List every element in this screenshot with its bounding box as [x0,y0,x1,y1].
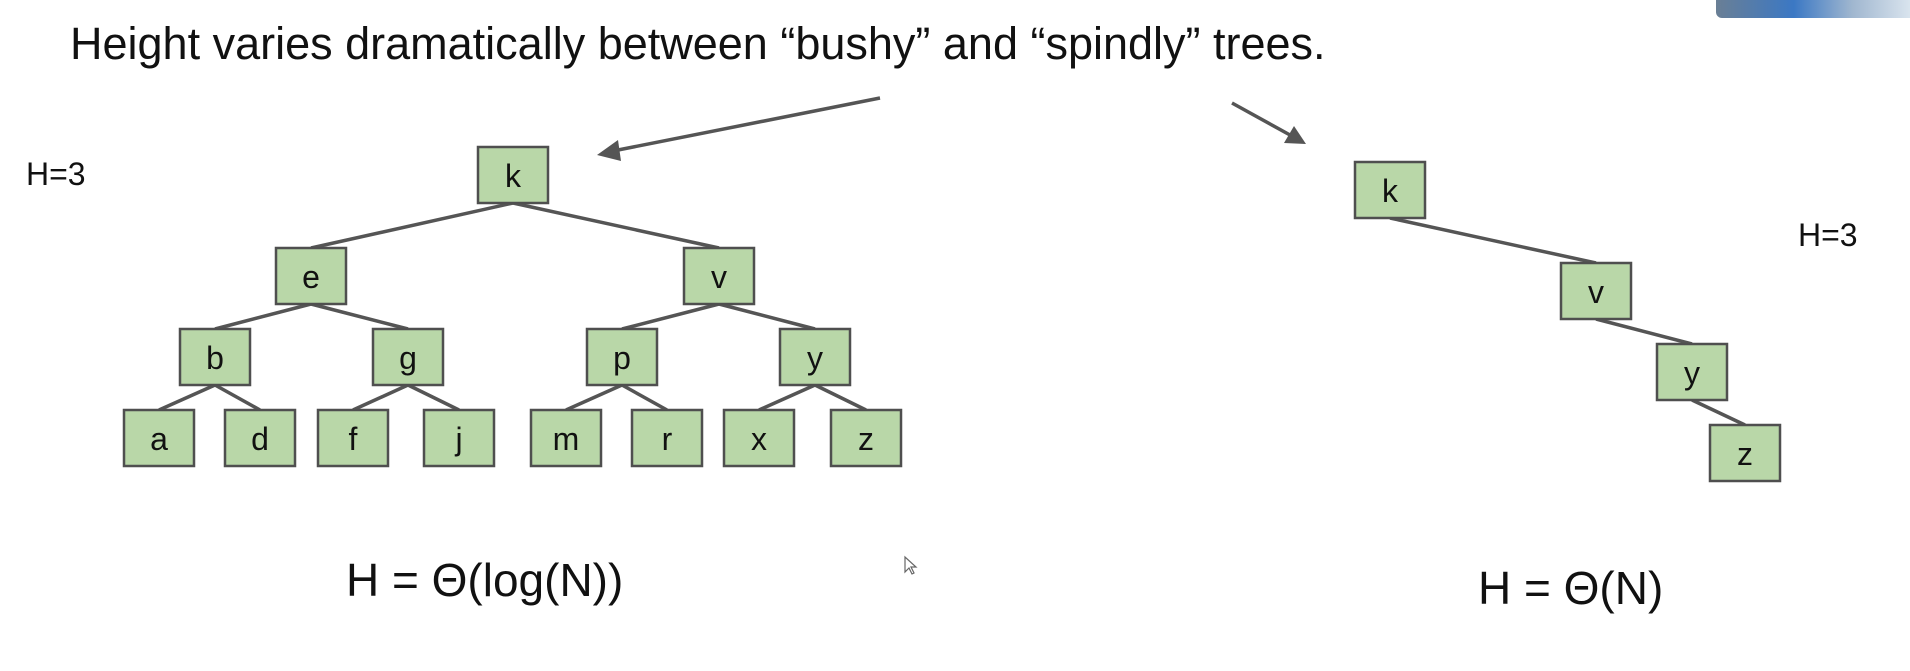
left-node-box-k [476,145,550,205]
left-node-label-j: j [454,421,462,457]
left-node-v: v [682,246,756,306]
left-node-box-e [274,246,348,306]
right-edge-k-v [1389,216,1597,265]
left-node-m: m [529,408,603,468]
right-edge-y-z [1691,398,1746,427]
left-node-d: d [223,408,297,468]
left-node-y: y [778,327,852,387]
right-node-box-v [1559,261,1633,321]
left-node-label-x: x [751,421,767,457]
left-node-box-d [223,408,297,468]
left-node-p: p [585,327,659,387]
left-node-z: z [829,408,903,468]
left-node-box-x [722,408,796,468]
left-edge-k-v [512,201,720,250]
left-node-b: b [178,327,252,387]
left-node-box-m [529,408,603,468]
arrow-head-spindly [1284,126,1306,144]
left-node-a: a [122,408,196,468]
left-node-box-z [829,408,903,468]
right-node-label-z: z [1737,436,1753,472]
left-node-label-p: p [613,340,631,376]
right-node-y: y [1655,342,1729,402]
left-node-label-v: v [711,259,727,295]
left-node-box-r [630,408,704,468]
left-node-j: j [422,408,496,468]
left-node-r: r [630,408,704,468]
right-node-k: k [1353,160,1427,220]
left-node-label-m: m [553,421,580,457]
left-node-g: g [371,327,445,387]
left-height-label: H=3 [26,156,86,192]
right-node-box-y [1655,342,1729,402]
left-node-e: e [274,246,348,306]
right-node-v: v [1559,261,1633,321]
left-node-label-k: k [505,158,522,194]
left-edge-y-z [814,383,867,412]
arrow-to-bushy-tree [617,96,881,152]
mouse-cursor-icon [904,555,918,575]
left-node-box-a [122,408,196,468]
left-edge-e-g [310,302,409,331]
edges-layer [158,201,1746,427]
left-node-f: f [316,408,390,468]
left-node-box-b [178,327,252,387]
right-node-box-z [1708,423,1782,483]
left-edge-v-p [621,302,720,331]
left-node-label-e: e [302,259,320,295]
right-height-label: H=3 [1798,217,1858,253]
left-edge-y-x [758,383,816,412]
left-edge-b-a [158,383,216,412]
left-node-label-z: z [858,421,874,457]
left-edge-p-m [565,383,623,412]
right-formula: H = Θ(N) [1478,562,1664,614]
right-node-z: z [1708,423,1782,483]
left-node-box-f [316,408,390,468]
left-node-k: k [476,145,550,205]
nodes-layer: k e v b g p y a d f j m r x z k v y z [122,145,1782,483]
left-node-box-p [585,327,659,387]
left-edge-v-y [718,302,816,331]
left-node-box-y [778,327,852,387]
left-node-label-g: g [399,340,417,376]
left-edge-e-b [214,302,312,331]
left-edge-k-e [310,201,514,250]
left-node-box-v [682,246,756,306]
right-node-box-k [1353,160,1427,220]
left-node-label-a: a [150,421,168,457]
right-node-label-v: v [1588,274,1604,310]
left-node-box-g [371,327,445,387]
left-node-x: x [722,408,796,468]
left-node-label-b: b [206,340,224,376]
left-node-box-j [422,408,496,468]
webcam-thumbnail [1716,0,1910,18]
left-edge-p-r [621,383,668,412]
left-node-label-f: f [349,421,358,457]
slide-title: Height varies dramatically between “bush… [70,18,1326,69]
right-edge-v-y [1595,317,1693,346]
left-edge-g-j [407,383,460,412]
left-node-label-r: r [662,421,673,457]
right-node-label-y: y [1684,355,1700,391]
left-node-label-d: d [251,421,269,457]
arrows-layer [597,96,1306,161]
left-edge-g-f [352,383,409,412]
left-formula: H = Θ(log(N)) [346,554,624,606]
left-edge-b-d [214,383,261,412]
arrow-to-spindly-tree [1231,101,1291,137]
arrow-head-bushy [597,140,621,161]
left-node-label-y: y [807,340,823,376]
right-node-label-k: k [1382,173,1399,209]
